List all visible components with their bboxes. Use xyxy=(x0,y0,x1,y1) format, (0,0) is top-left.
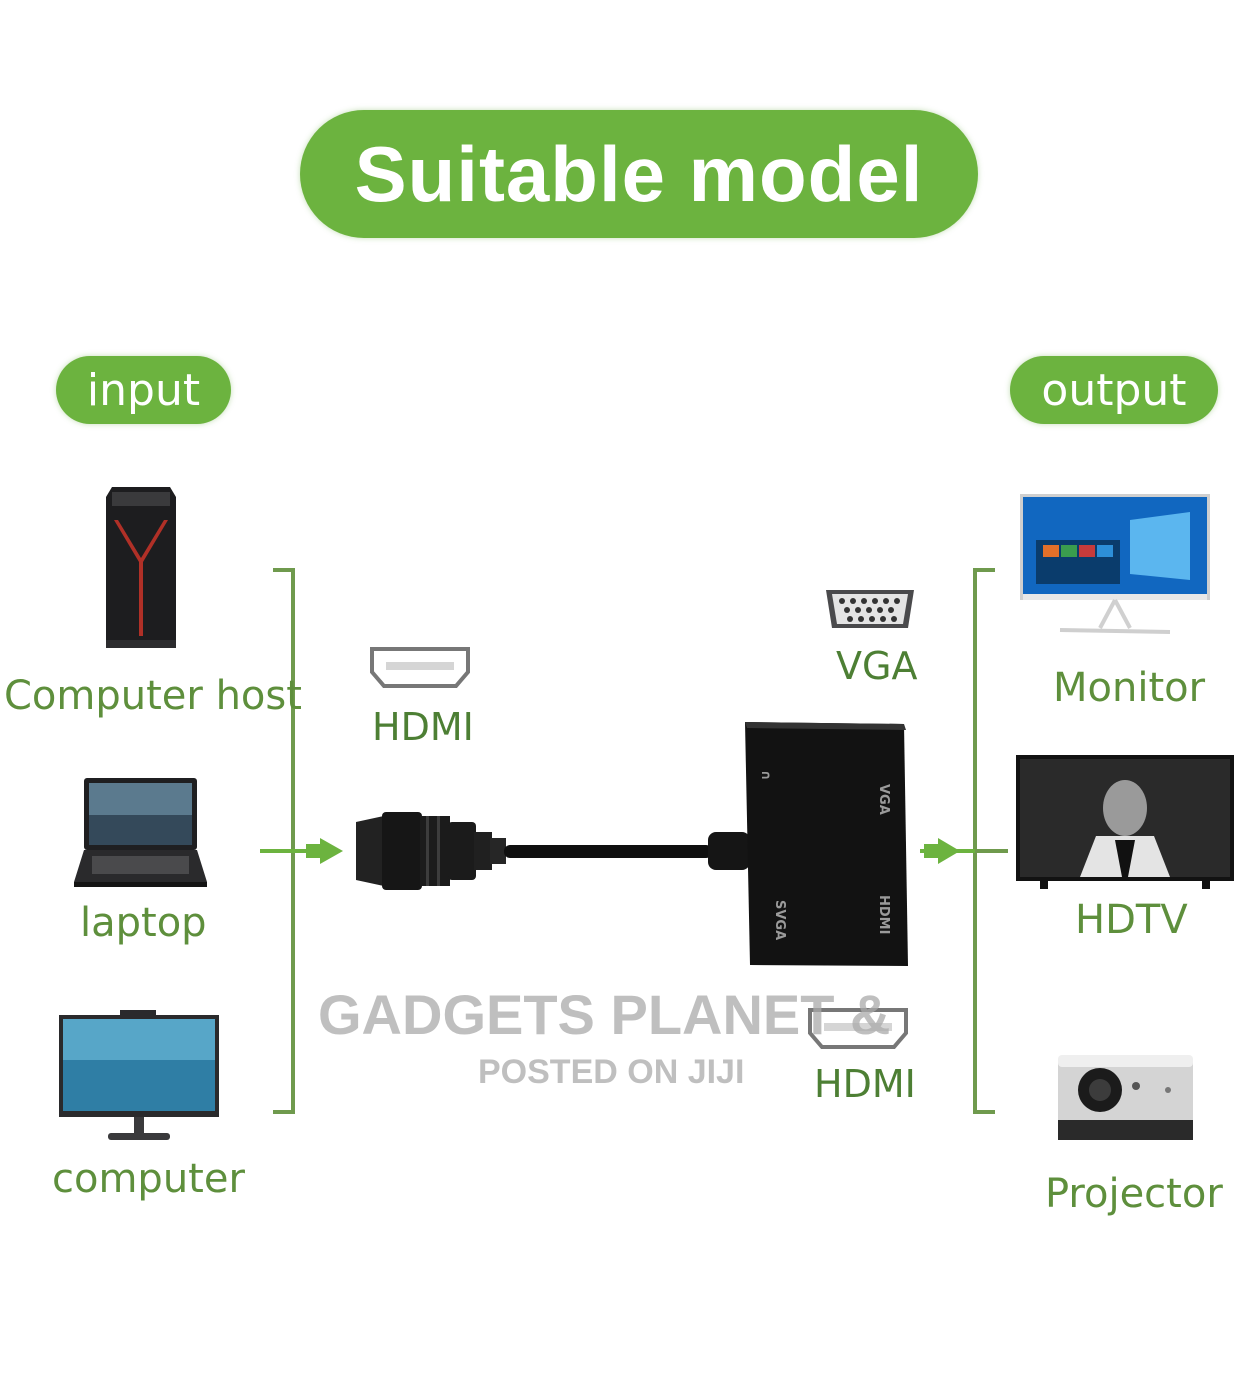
input-arrow-icon xyxy=(260,838,343,864)
input-bracket xyxy=(260,568,295,1114)
watermark-line-1: GADGETS PLANET & xyxy=(318,983,891,1046)
output-arrow-icon xyxy=(920,838,975,864)
port-label-hdmi-input: HDMI xyxy=(372,705,474,749)
pc-tower-icon xyxy=(106,487,176,648)
adapter-box-icon: ∩ VGA HDMI SVGA xyxy=(745,722,908,966)
hdmi-output-port-icon xyxy=(808,1008,908,1049)
hdmi-cable-icon xyxy=(356,812,750,890)
adapter-svga-mark: SVGA xyxy=(772,900,787,940)
device-label-computer-host: Computer host xyxy=(4,673,302,719)
device-label-hdtv: HDTV xyxy=(1075,897,1188,943)
device-label-laptop: laptop xyxy=(80,900,207,946)
hdmi-port-icon xyxy=(370,647,470,688)
device-label-monitor: Monitor xyxy=(1053,665,1206,711)
title-banner: Suitable model xyxy=(300,110,978,238)
port-label-vga: VGA xyxy=(836,644,918,688)
monitor-icon xyxy=(1020,494,1210,634)
port-label-hdmi-output: HDMI xyxy=(814,1062,916,1106)
projector-icon xyxy=(1058,1055,1193,1140)
output-label: output xyxy=(1041,364,1187,416)
input-label: input xyxy=(86,364,201,416)
adapter-audio-mark: ∩ xyxy=(758,770,773,781)
diagram-title: Suitable model xyxy=(354,129,924,218)
output-badge: output xyxy=(1010,356,1218,424)
adapter-hdmi-mark: HDMI xyxy=(876,895,891,934)
tv-icon xyxy=(1016,755,1234,889)
laptop-icon xyxy=(74,778,207,887)
vga-port-icon xyxy=(826,590,914,628)
device-label-projector: Projector xyxy=(1045,1171,1223,1217)
all-in-one-computer-icon xyxy=(59,1010,219,1140)
input-badge: input xyxy=(56,356,231,424)
output-bracket xyxy=(973,568,1008,1114)
adapter-vga-mark: VGA xyxy=(876,784,891,815)
device-label-computer: computer xyxy=(52,1156,245,1202)
watermark-line-2: POSTED ON JIJI xyxy=(478,1053,745,1091)
